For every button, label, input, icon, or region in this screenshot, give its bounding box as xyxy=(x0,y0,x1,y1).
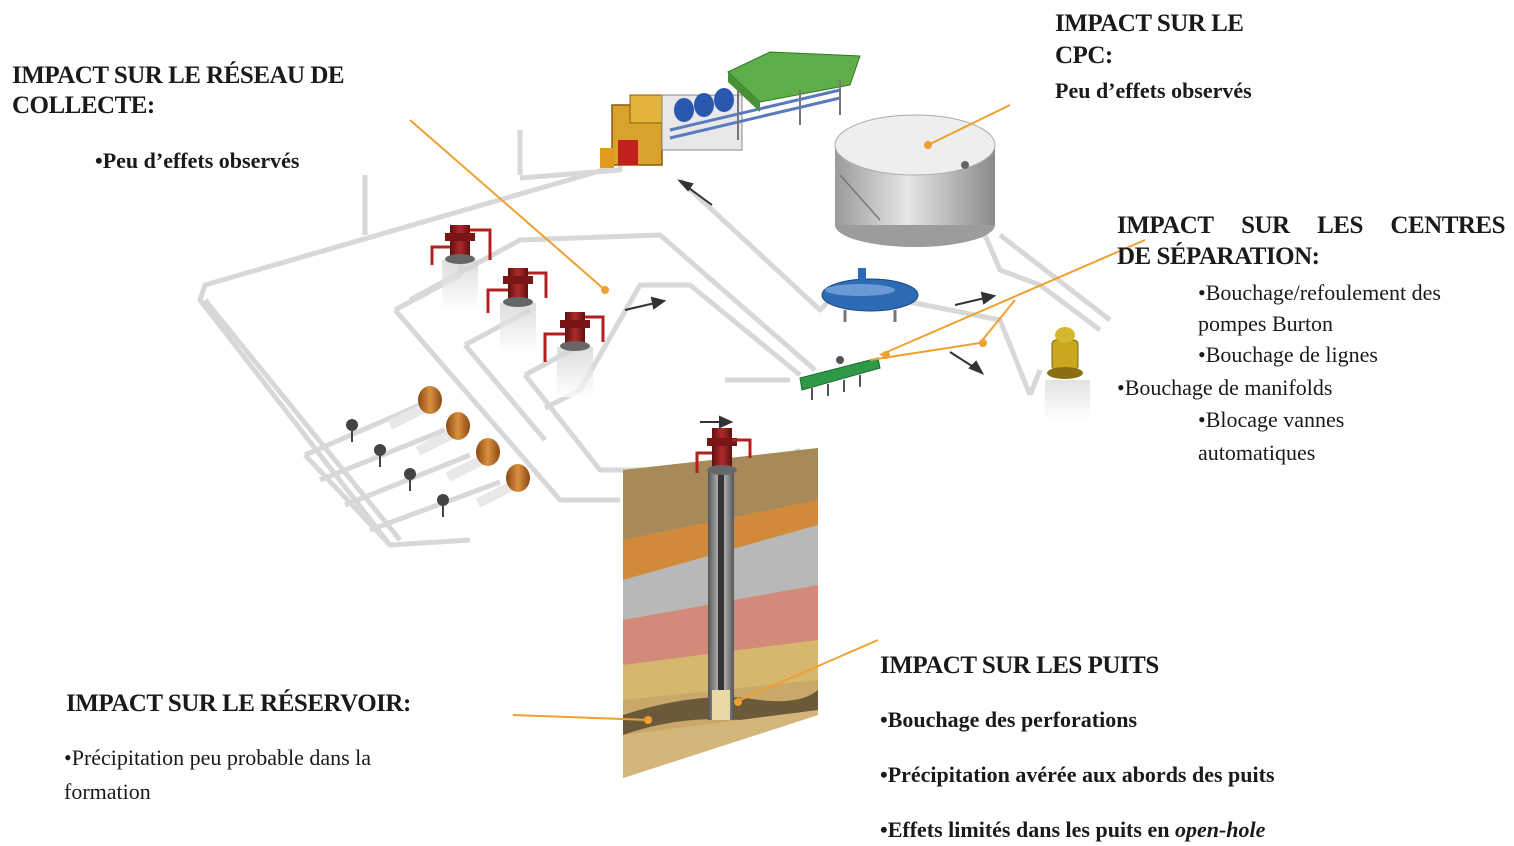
separation-title-word: SUR xyxy=(1241,212,1290,239)
production-well xyxy=(695,428,752,720)
separation-bullet: •Blocage vannes xyxy=(1198,407,1345,432)
puits-bullet: •Précipitation avérée aux abords des pui… xyxy=(880,762,1275,787)
reservoir-bullet-line2: formation xyxy=(64,779,151,804)
processing-plant xyxy=(600,51,861,168)
manifold xyxy=(799,356,881,400)
separation-bullet: automatiques xyxy=(1198,440,1316,465)
puits-bullet-prefix: •Effets limités dans les puits en xyxy=(880,817,1175,842)
cpc-title-line2: CPC: xyxy=(1055,42,1113,69)
choke-assemblies xyxy=(346,386,530,517)
wellheads xyxy=(430,225,605,397)
separation-title-word: CENTRES xyxy=(1390,212,1505,239)
reseau-bullet: •Peu d’effets observés xyxy=(95,148,300,173)
puits-bullet-italic: open-hole xyxy=(1174,817,1266,842)
leader-dots xyxy=(601,141,987,724)
puits-bullet: •Bouchage des perforations xyxy=(880,707,1138,732)
separation-title-line1: IMPACT SUR LES CENTRES xyxy=(1117,210,1505,242)
cpc-title-line1: IMPACT SUR LE xyxy=(1055,10,1244,37)
reservoir-title: IMPACT SUR LE RÉSERVOIR: xyxy=(66,690,411,717)
storage-tank xyxy=(834,114,996,247)
reseau-title-line1: IMPACT SUR LE RÉSEAU DE xyxy=(12,62,345,89)
separation-title-word: IMPACT xyxy=(1117,212,1214,239)
separation-bullet: •Bouchage de manifolds xyxy=(1117,375,1333,400)
cpc-subtitle: Peu d’effets observés xyxy=(1055,78,1252,103)
separation-title-line2: DE SÉPARATION: xyxy=(1117,243,1320,270)
separation-bullet: •Bouchage/refoulement des xyxy=(1198,280,1441,305)
separation-bullet: •Bouchage de lignes xyxy=(1198,342,1378,367)
burton-pump xyxy=(1045,327,1090,420)
separation-title-word: LES xyxy=(1317,212,1363,239)
reseau-title-line2: COLLECTE: xyxy=(12,92,155,119)
puits-bullet-openhole: •Effets limités dans les puits en open-h… xyxy=(880,814,1265,845)
separator-vessel xyxy=(821,268,919,322)
flow-arrows xyxy=(624,179,997,429)
separation-bullet: pompes Burton xyxy=(1198,311,1334,336)
puits-title: IMPACT SUR LES PUITS xyxy=(880,652,1159,679)
reservoir-bullet-line1: •Précipitation peu probable dans la xyxy=(64,745,372,770)
leader-lines xyxy=(409,104,1146,721)
